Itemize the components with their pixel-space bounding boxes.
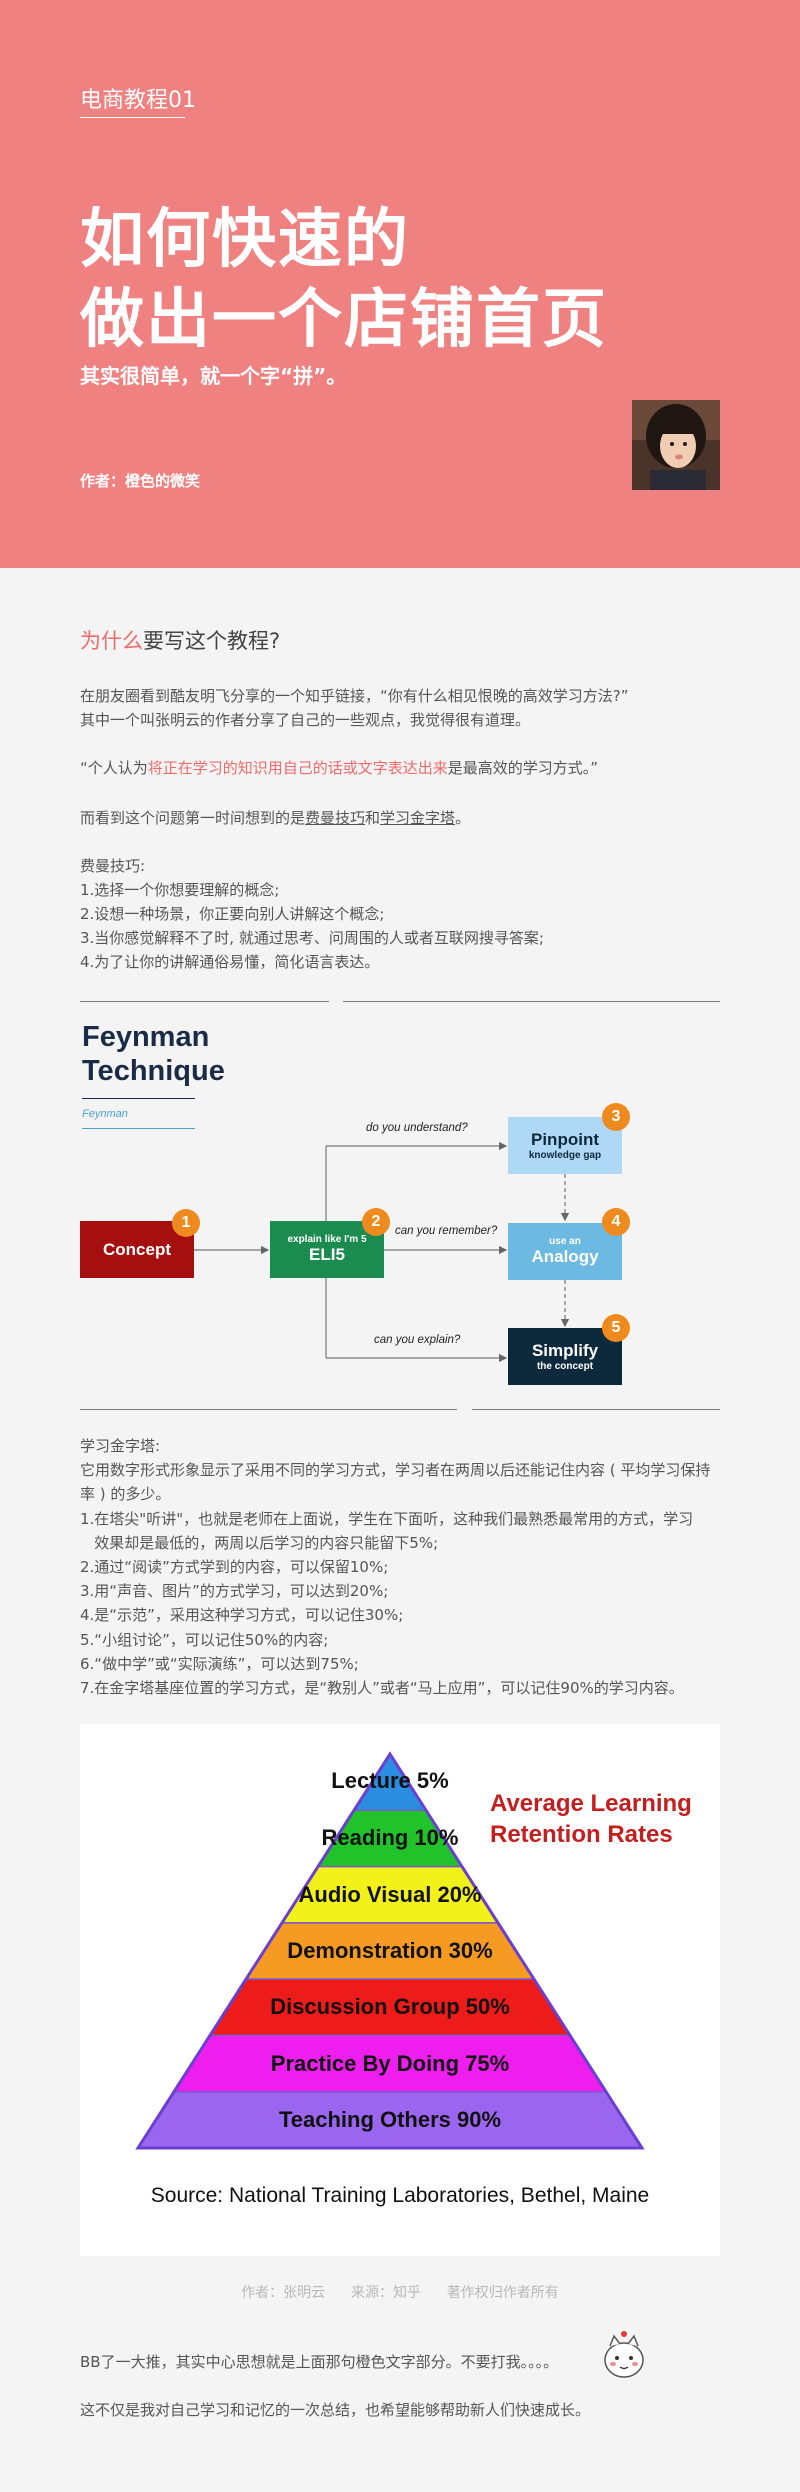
feynman-small-rule xyxy=(82,1128,195,1129)
method-mid: 和 xyxy=(365,809,381,827)
pyramid-side-title: Average Learning Retention Rates xyxy=(490,1788,692,1850)
pyramid-source: Source: National Training Laboratories, … xyxy=(150,2184,650,2207)
pyramid-level-label: Practice By Doing 75% xyxy=(270,2050,510,2076)
title-line-2: 做出一个店铺首页 xyxy=(80,283,608,357)
pinpoint-box: Pinpoint knowledge gap xyxy=(508,1117,622,1174)
heading-accent: 为什么 xyxy=(80,629,143,653)
pyramid-item: 5.“小组讨论”，可以记住50%的内容; xyxy=(80,1630,329,1649)
pyramid-item: 3.用“声音、图片”的方式学习，可以达到20%; xyxy=(80,1582,389,1601)
method-post: 。 xyxy=(455,809,471,827)
closing-note-1: BB了一大推，其实中心思想就是上面那句橙色文字部分。不要打我。。。。 xyxy=(80,2353,559,2371)
divider xyxy=(472,1409,720,1410)
closing-note-2: 这不仅是我对自己学习和记忆的一次总结，也希望能够帮助新人们快速成长。 xyxy=(80,2401,591,2419)
feynman-step: 2.设想一种场景，你正要向别人讲解这个概念; xyxy=(80,905,385,923)
label-understand: do you understand? xyxy=(366,1122,468,1134)
heading-rest: 要写这个教程? xyxy=(143,629,281,653)
intro-paragraph: 在朋友圈看到酷友明飞分享的一个知乎链接，“你有什么相见恨晚的高效学习方法?” 其… xyxy=(80,684,629,732)
pinpoint-big: Pinpoint xyxy=(531,1130,599,1149)
eli5-small: explain like I'm 5 xyxy=(287,1234,367,1245)
badge-5: 5 xyxy=(602,1314,630,1342)
quote-highlight: 将正在学习的知识用自己的话或文字表达出来 xyxy=(147,759,448,777)
analogy-box: use an Analogy xyxy=(508,1223,622,1280)
eli5-box: explain like I'm 5 ELI5 xyxy=(270,1221,384,1278)
quote-paragraph: “个人认为将正在学习的知识用自己的话或文字表达出来是最高效的学习方式。” xyxy=(80,756,598,780)
pyramid-graphic xyxy=(135,1751,645,2150)
pyramid-level-label: Discussion Group 50% xyxy=(270,1994,510,2020)
analogy-big: Analogy xyxy=(531,1247,599,1266)
pyramid-side-line-1: Average Learning xyxy=(490,1790,692,1817)
quote-pre: “个人认为 xyxy=(80,759,148,777)
feynman-title-line-2: Technique xyxy=(82,1055,225,1087)
pyramid-item: 效果却是最低的，两周以后学习的内容只能留下5%; xyxy=(80,1533,439,1552)
pyramid-item: 4.是“示范”，采用这种学习方式，可以记住30%; xyxy=(80,1606,404,1625)
feynman-title-line-1: Feynman xyxy=(82,1021,210,1053)
hero-banner: 电商教程01 如何快速的 做出一个店铺首页 其实很简单，就一个字“拼”。 作者：… xyxy=(0,0,800,568)
feynman-steps: 费曼技巧: 1.选择一个你想要理解的概念; 2.设想一种场景，你正要向别人讲解这… xyxy=(80,854,544,974)
feynman-step: 1.选择一个你想要理解的概念; xyxy=(80,881,280,899)
pinpoint-small: knowledge gap xyxy=(528,1150,602,1161)
pyramid-intro-line-1: 它用数字形式形象显示了采用不同的学习方式，学习者在两周以后还能记住内容 ( 平均… xyxy=(80,1461,711,1480)
page-subtitle: 其实很简单，就一个字“拼”。 xyxy=(80,364,347,388)
feynman-title: Feynman Technique xyxy=(82,1020,225,1088)
credit-line: 作者：张明云 来源：知乎 著作权归作者所有 xyxy=(241,2285,559,2301)
pyramid-item: 7.在金字塔基座位置的学习方式，是“教别人”或者“马上应用”，可以记住90%的学… xyxy=(80,1679,684,1698)
section-heading-why: 为什么要写这个教程? xyxy=(80,625,280,655)
series-label: 电商教程01 xyxy=(80,88,196,113)
badge-1: 1 xyxy=(172,1209,200,1237)
series-underline xyxy=(80,117,185,118)
feynman-step: 3.当你感觉解释不了时, 就通过思考、问周围的人或者互联网搜寻答案; xyxy=(80,929,544,947)
pyramid-heading: 学习金字塔: xyxy=(80,1437,161,1455)
pyramid-item: 6.“做中学”或“实际演练”，可以达到75%; xyxy=(80,1654,359,1673)
pyramid-side-line-2: Retention Rates xyxy=(490,1821,673,1848)
quote-post: 是最高效的学习方式。” xyxy=(447,759,599,777)
author-avatar xyxy=(632,400,720,490)
simplify-big: Simplify xyxy=(531,1341,599,1360)
badge-2: 2 xyxy=(362,1208,390,1236)
pyramid-explanation: 学习金字塔: 它用数字形式形象显示了采用不同的学习方式，学习者在两周以后还能记住… xyxy=(80,1434,710,1700)
intro-line-2: 其中一个叫张明云的作者分享了自己的一些观点，我觉得很有道理。 xyxy=(80,711,531,729)
analogy-small: use an xyxy=(549,1236,581,1247)
pyramid-card: Lecture 5% Reading 10% Audio Visual 20% Dem… xyxy=(80,1724,720,2256)
divider xyxy=(80,1409,457,1410)
title-line-1: 如何快速的 xyxy=(80,203,410,277)
author-label: 作者：橙色的微笑 xyxy=(80,472,201,490)
badge-3: 3 xyxy=(602,1103,630,1131)
pyramid-level-label: Teaching Others 90% xyxy=(278,2106,502,2132)
pyramid-outline xyxy=(135,1751,645,2150)
pyramid-level-label: Demonstration 30% xyxy=(287,1938,493,1963)
divider xyxy=(80,1001,329,1002)
label-explain: can you explain? xyxy=(374,1334,461,1346)
intro-line-1: 在朋友圈看到酷友明飞分享的一个知乎链接，“你有什么相见恨晚的高效学习方法?” xyxy=(80,687,629,705)
badge-4: 4 xyxy=(602,1208,630,1236)
feynman-step: 4.为了让你的讲解通俗易懂，简化语言表达。 xyxy=(80,953,380,971)
label-remember: can you remember? xyxy=(395,1225,498,1237)
pyramid-level-label: Audio Visual 20% xyxy=(298,1881,482,1907)
feynman-link[interactable]: 费曼技巧 xyxy=(305,809,366,827)
concept-label: Concept xyxy=(103,1239,171,1259)
feynman-steps-heading: 费曼技巧: xyxy=(80,857,146,875)
pyramid-intro-line-2: 率 ) 的多少。 xyxy=(80,1485,171,1504)
pyramid-level-label: Lecture 5% xyxy=(331,1768,449,1793)
pyramid-link[interactable]: 学习金字塔 xyxy=(380,809,456,827)
mascot-icon xyxy=(604,2331,644,2378)
feynman-connectors xyxy=(194,1141,570,1363)
feynman-title-rule xyxy=(82,1098,195,1099)
method-paragraph: 而看到这个问题第一时间想到的是费曼技巧和学习金字塔。 xyxy=(80,806,470,830)
pyramid-item: 1.在塔尖"听讲"，也就是老师在上面说，学生在下面听，这种我们最熟悉最常用的方式… xyxy=(80,1509,694,1528)
divider xyxy=(343,1001,720,1002)
simplify-box: Simplify the concept xyxy=(508,1328,622,1385)
page-title: 如何快速的 做出一个店铺首页 xyxy=(80,200,608,360)
feynman-small-label: Feynman xyxy=(82,1108,128,1120)
pyramid-level-label: Reading 10% xyxy=(321,1825,459,1851)
eli5-big: ELI5 xyxy=(309,1245,345,1264)
pyramid-item: 2.通过“阅读”方式学到的内容，可以保留10%; xyxy=(80,1558,389,1577)
method-pre: 而看到这个问题第一时间想到的是 xyxy=(80,809,306,827)
simplify-small: the concept xyxy=(536,1361,594,1372)
concept-box: Concept xyxy=(80,1221,194,1278)
